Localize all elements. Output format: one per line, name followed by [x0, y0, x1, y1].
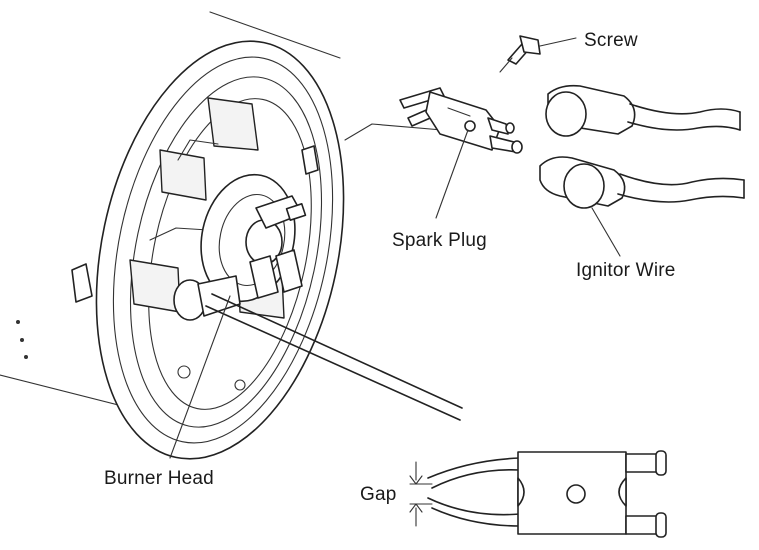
gap-detail [409, 450, 667, 538]
screw-leader [539, 37, 577, 47]
spark-plug-leader [435, 129, 469, 219]
flange-tab [301, 145, 319, 175]
screw-label: Screw [584, 30, 638, 51]
spark-plug-label: Spark Plug [392, 230, 487, 251]
ignitor-wire-upper [545, 84, 741, 137]
screw-part [499, 35, 541, 73]
ignitor-wire-lower [539, 156, 745, 209]
hub-electrodes [249, 195, 307, 299]
ignitor-wire-label: Ignitor Wire [576, 260, 676, 281]
cylinder-rivet [20, 338, 24, 342]
leader-lines [169, 37, 621, 459]
spark-plug-callout [344, 123, 443, 141]
spark-plug-part [399, 87, 523, 154]
cylinder-rivet [16, 320, 20, 324]
burner-head-nozzle [173, 275, 463, 421]
cylinder-rivet [24, 355, 28, 359]
flange-tab [71, 263, 93, 303]
burner-head-label: Burner Head [104, 468, 214, 489]
heater-cylinder [0, 11, 341, 409]
gap-label: Gap [360, 484, 397, 505]
ignitor-wire-leader [591, 207, 621, 257]
burner-head-leader [169, 295, 231, 459]
